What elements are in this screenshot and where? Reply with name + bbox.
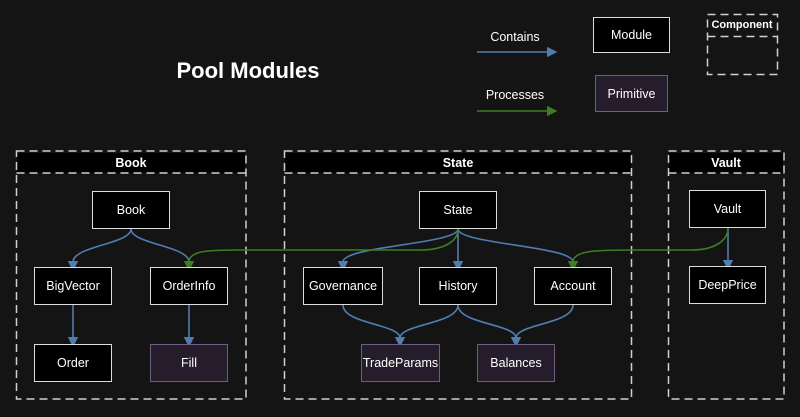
node-state: State: [419, 191, 497, 229]
edge-history-tradeparams: [399, 304, 459, 339]
legend-primitive-box: Primitive: [595, 75, 668, 112]
node-governance-label: Governance: [308, 279, 378, 293]
edge-state-governance: [337, 228, 459, 272]
node-balances: Balances: [477, 344, 555, 382]
node-governance: Governance: [303, 267, 383, 305]
node-history: History: [419, 267, 497, 305]
node-tradeparams: TradeParams: [361, 344, 440, 382]
legend-component-label: Component: [711, 19, 773, 31]
node-order-label: Order: [57, 356, 89, 370]
node-book: Book: [92, 191, 170, 229]
node-account-label: Account: [550, 279, 596, 293]
node-history-label: History: [438, 279, 478, 293]
node-vault-label: Vault: [713, 202, 742, 216]
book-container-title: Book: [115, 155, 147, 170]
edge-history-balances: [457, 304, 522, 348]
edge-state-orderinfo: [183, 228, 459, 272]
edge-book-bigvector: [67, 228, 132, 272]
node-account: Account: [534, 267, 612, 305]
node-orderinfo: OrderInfo: [150, 267, 228, 305]
state-container-titlebar: State: [285, 152, 631, 173]
edge-governance-tradeparams: [342, 304, 406, 348]
state-container-title: State: [442, 155, 474, 170]
edge-vault-account: [567, 227, 729, 272]
node-state-label: State: [443, 203, 473, 217]
node-bigvector: BigVector: [34, 267, 112, 305]
node-balances-label: Balances: [490, 356, 542, 370]
node-deepprice: DeepPrice: [689, 266, 766, 304]
legend-module-box: Module: [593, 17, 670, 53]
node-book-label: Book: [116, 203, 146, 217]
node-orderinfo-label: OrderInfo: [162, 279, 216, 293]
vault-container-title: Vault: [711, 155, 741, 170]
legend-primitive-label: Primitive: [607, 86, 656, 101]
node-fill: Fill: [150, 344, 228, 382]
node-fill-label: Fill: [181, 356, 197, 370]
edge-book-orderinfo: [130, 228, 190, 263]
node-vault: Vault: [689, 190, 766, 228]
node-tradeparams-label: TradeParams: [362, 356, 439, 370]
legend-module-label: Module: [611, 28, 652, 42]
node-deepprice-label: DeepPrice: [698, 278, 757, 292]
node-order: Order: [34, 344, 112, 382]
edge-state-account: [457, 228, 574, 263]
legend-contains-label: Contains: [490, 30, 540, 44]
book-container-titlebar: Book: [17, 152, 245, 173]
legend-processes-label: Processes: [485, 88, 545, 102]
vault-container-titlebar: Vault: [669, 152, 783, 173]
edge-account-balances: [515, 304, 574, 339]
page-title: Pool Modules: [176, 58, 320, 83]
node-bigvector-label: BigVector: [46, 279, 100, 293]
